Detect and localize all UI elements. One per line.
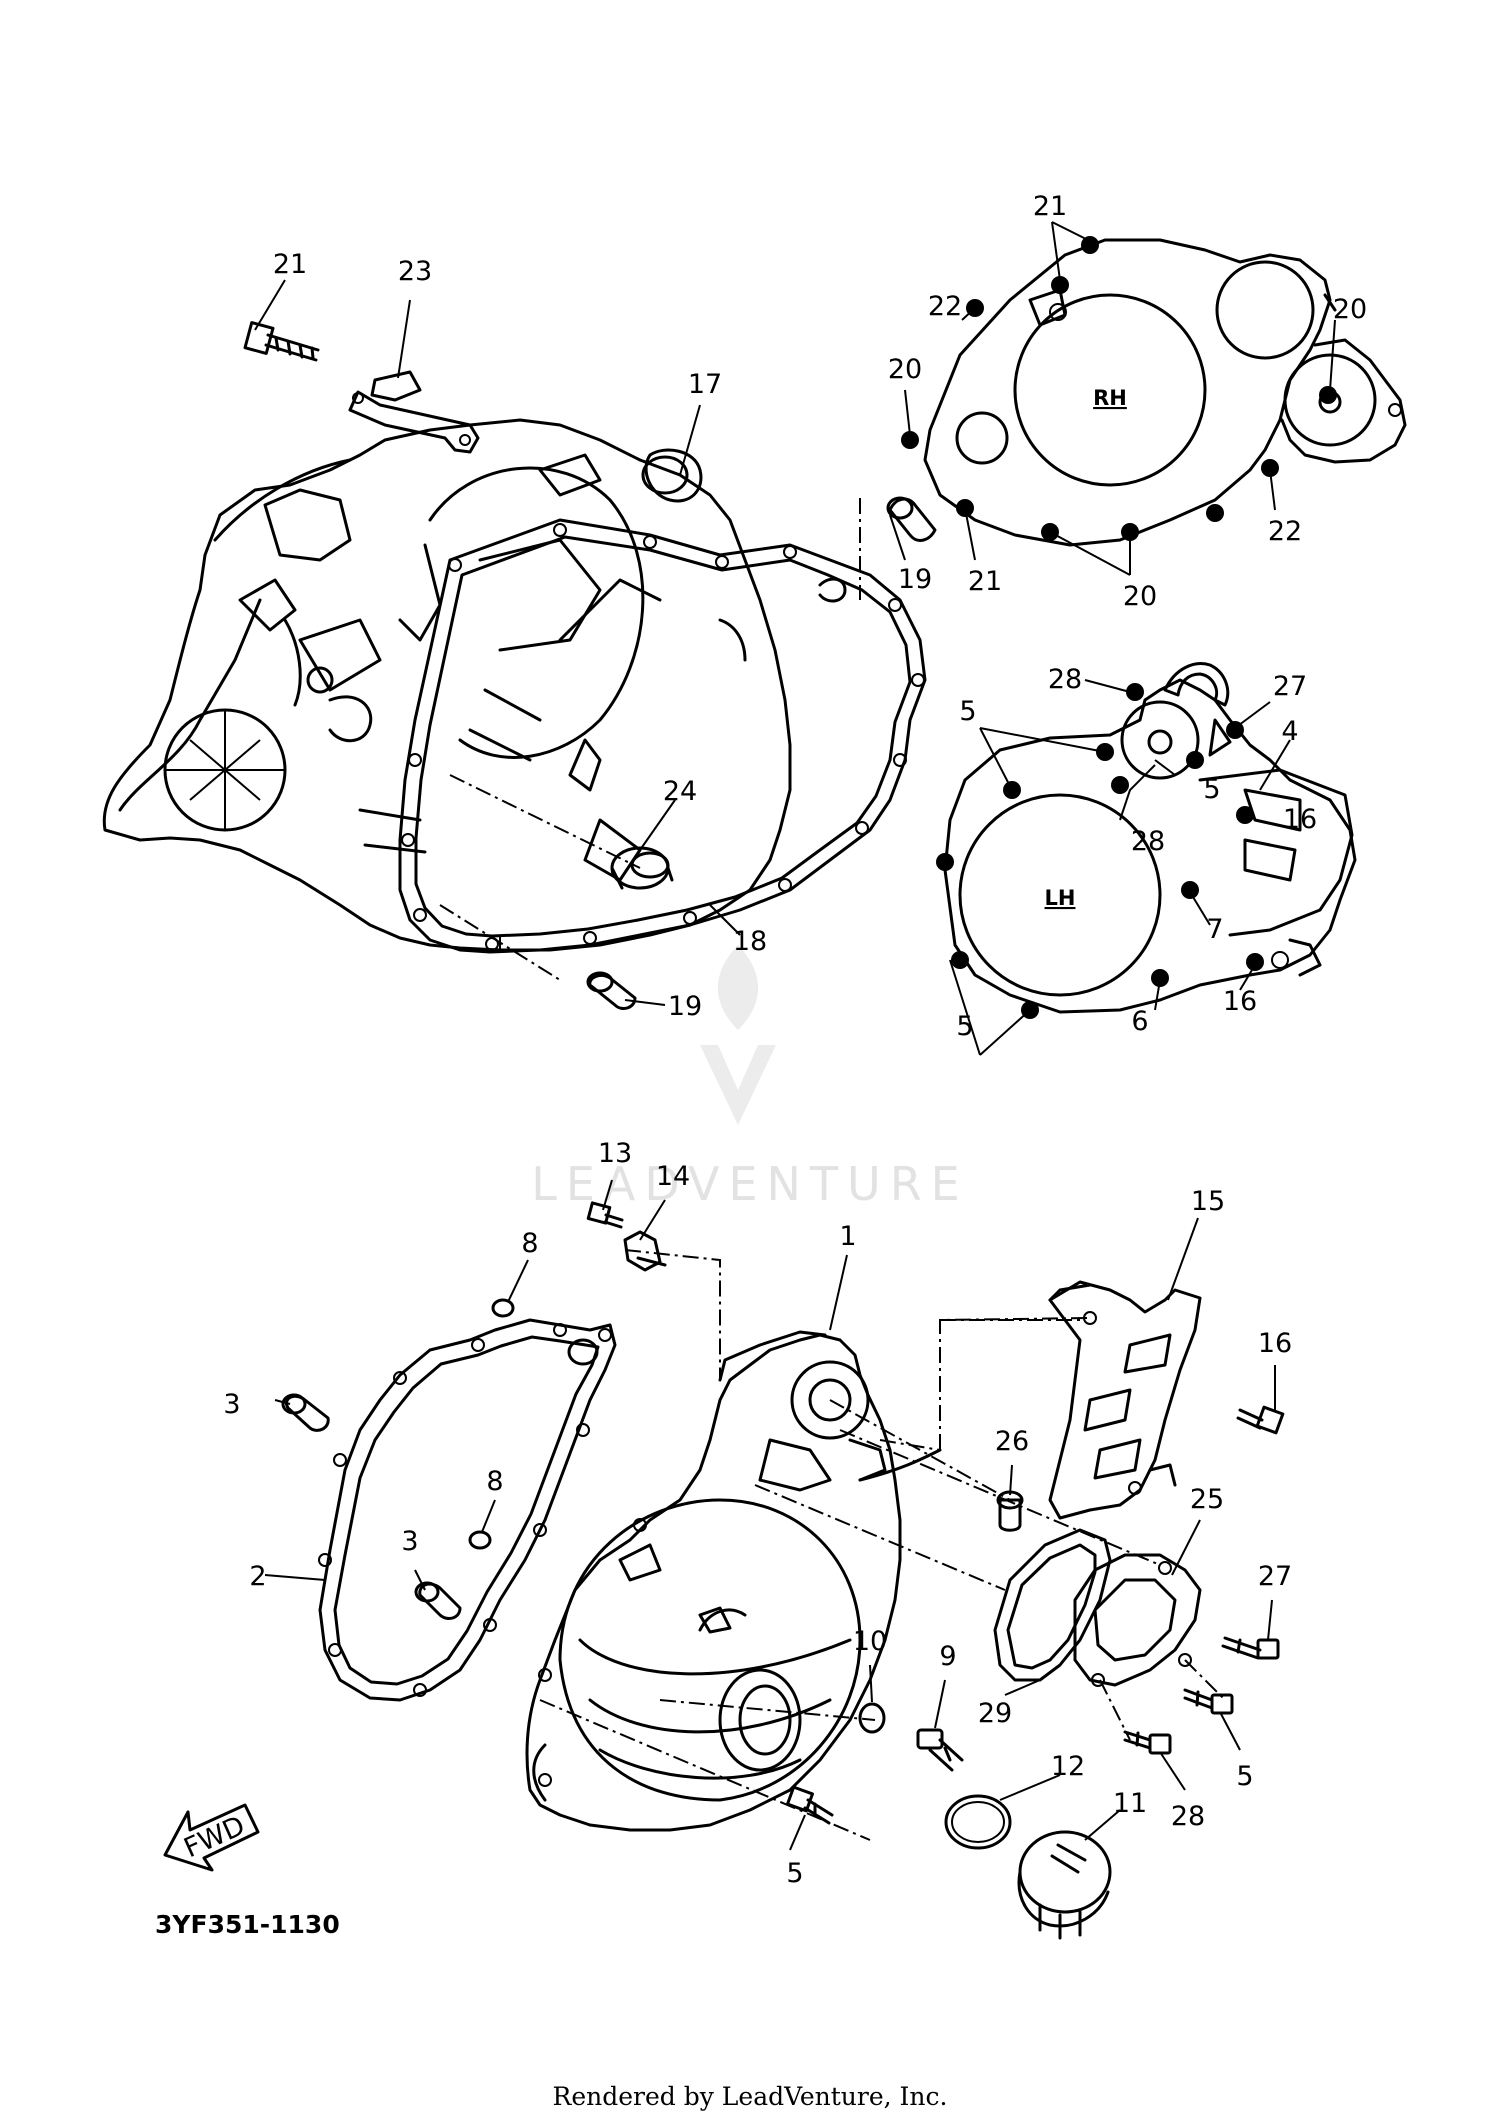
part-3-dowel-lower	[414, 1581, 462, 1620]
lh-label: LH	[1045, 886, 1076, 910]
callout-14: 14	[656, 1161, 690, 1192]
callout-11: 11	[1113, 1788, 1147, 1819]
callout-23: 23	[398, 256, 432, 287]
callout-22-rh-left: 22	[928, 291, 962, 322]
callout-16-lh-upper: 16	[1283, 804, 1317, 835]
part-10-o-ring	[858, 1702, 886, 1734]
part-14-clamp	[623, 1230, 667, 1272]
part-19-dowel-upper	[886, 496, 937, 542]
callout-4: 4	[1281, 716, 1298, 747]
callout-16-lh-lower: 16	[1223, 986, 1257, 1017]
callout-3-left: 3	[223, 1389, 240, 1420]
callout-21-top-left: 21	[273, 249, 307, 280]
part-23-clamp	[348, 370, 480, 454]
callout-19-lower: 19	[668, 991, 702, 1022]
callout-26: 26	[995, 1426, 1029, 1457]
callout-1: 1	[839, 1221, 856, 1252]
part-5-bolt-right	[1183, 1688, 1234, 1715]
part-21-bolt	[243, 321, 320, 362]
part-16-bolt-lower	[1236, 1405, 1285, 1435]
watermark-v-icon	[700, 1045, 776, 1125]
callout-17: 17	[688, 369, 722, 400]
part-1-crankcase-cover-left	[525, 1330, 942, 1832]
callout-28-lh-top: 28	[1048, 664, 1082, 695]
callout-8-lower: 8	[486, 1466, 503, 1497]
rh-label: RH	[1093, 386, 1127, 410]
callout-5-bottom-right: 5	[1236, 1761, 1253, 1792]
watermark-text: LEADVENTURE	[531, 1157, 969, 1211]
callout-5-lh-right: 5	[1203, 774, 1220, 805]
lh-bolt-dots	[936, 683, 1264, 1019]
callout-27-bottom: 27	[1258, 1561, 1292, 1592]
callout-6: 6	[1131, 1006, 1148, 1037]
part-5-bolt-lower	[786, 1785, 834, 1825]
callout-18: 18	[733, 926, 767, 957]
callout-21-rh-top: 21	[1033, 191, 1067, 222]
callout-9: 9	[939, 1641, 956, 1672]
callout-8-upper: 8	[521, 1228, 538, 1259]
part-17-crankcase-cover-right	[102, 418, 792, 952]
callout-20-rh-left: 20	[888, 354, 922, 385]
callout-28-bottom: 28	[1171, 1801, 1205, 1832]
callout-24: 24	[663, 776, 697, 807]
callout-7: 7	[1206, 914, 1223, 945]
part-28-bolt-lower	[1123, 1730, 1172, 1755]
part-19-dowel-lower	[586, 971, 637, 1010]
callout-20-rh-bottom: 20	[1123, 581, 1157, 612]
part-12-o-ring	[944, 1794, 1012, 1850]
callout-10: 10	[853, 1626, 887, 1657]
callout-2: 2	[249, 1561, 266, 1592]
callout-22-rh-right: 22	[1268, 516, 1302, 547]
fwd-arrow-icon: FWD	[163, 1803, 260, 1872]
part-29-gasket	[993, 1528, 1112, 1682]
part-13-bolt	[586, 1201, 624, 1229]
part-2-gasket-left	[318, 1318, 617, 1702]
callout-25: 25	[1190, 1484, 1224, 1515]
callout-19-upper: 19	[898, 564, 932, 595]
callout-15: 15	[1191, 1186, 1225, 1217]
leadventure-watermark: LEADVENTURE	[531, 945, 969, 1211]
part-8-o-ring-upper	[491, 1298, 515, 1318]
callout-28-lh-mid: 28	[1131, 826, 1165, 857]
callout-21-rh-bottom: 21	[968, 566, 1002, 597]
part-27-bolt-lower	[1221, 1636, 1280, 1660]
watermark-flame-icon	[717, 945, 759, 1030]
callout-labels: 21 23 17 24 18 19 19 21 22 20 20 22 21 2…	[223, 191, 1367, 1889]
callout-5-lh-top: 5	[959, 696, 976, 727]
part-25-cover	[1073, 1553, 1202, 1687]
leader-lines	[254, 221, 1336, 1851]
part-24-oil-seal	[610, 846, 674, 890]
callout-29: 29	[978, 1698, 1012, 1729]
footer-text: Rendered by LeadVenture, Inc.	[553, 2082, 948, 2111]
part-8-o-ring-lower	[468, 1530, 492, 1550]
rh-cover-diagram: RH	[901, 236, 1407, 547]
part-18-gasket-right	[398, 518, 927, 954]
part-3-dowel-upper	[281, 1393, 330, 1432]
callout-3-lower: 3	[401, 1526, 418, 1557]
callout-20-rh-right: 20	[1333, 294, 1367, 325]
gasket-2-bolt-holes	[318, 1323, 612, 1697]
callout-13: 13	[598, 1138, 632, 1169]
callout-12: 12	[1051, 1751, 1085, 1782]
diagram-code: 3YF351-1130	[155, 1910, 340, 1939]
part-9-bolt	[916, 1728, 964, 1772]
callout-5-bottom: 5	[786, 1858, 803, 1889]
callout-16-bottom: 16	[1258, 1328, 1292, 1359]
part-11-filler-plug	[1017, 1830, 1112, 1940]
callout-27-lh: 27	[1273, 671, 1307, 702]
callout-5-lh-bottom: 5	[956, 1011, 973, 1042]
gasket-18-bolt-holes	[401, 523, 925, 951]
